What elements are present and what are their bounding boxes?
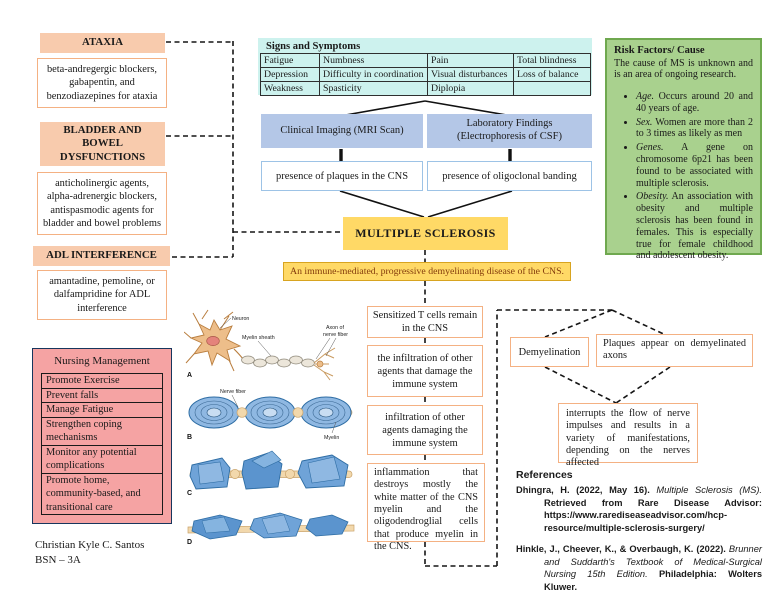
myelin-fragments (191, 512, 349, 540)
table-cell: Diplopia (427, 81, 514, 96)
oligoclonal-banding-box: presence of oligoclonal banding (427, 161, 592, 191)
table-row: Weakness Spasticity Diplopia (260, 81, 591, 96)
reference-text: Philadelphia: Wolters Kluwer. (544, 569, 763, 592)
plaques-cns-box: presence of plaques in the CNS (261, 161, 423, 191)
table-cell: Visual disturbances (427, 67, 514, 82)
list-item: Obesity. An association with obesity and… (636, 191, 753, 262)
bullet-text: Women are more than 2 to 3 times as like… (636, 116, 753, 140)
myelin-coils-damaged (189, 450, 349, 490)
table-row: Fatigue Numbness Pain Total blindness (260, 53, 591, 68)
list-item: Genes. A gene on chromosome 6p21 has bee… (636, 142, 753, 189)
table-cell: Difficulty in coordination (319, 67, 428, 82)
table-row: Promote home, community-based, and trans… (46, 474, 141, 513)
signs-symptoms-table: Fatigue Numbness Pain Total blindness De… (260, 53, 591, 96)
definition-box: An immune-mediated, progressive demyelin… (283, 262, 571, 281)
panel-c-label: C (187, 490, 192, 497)
risk-factors-box: Risk Factors/ Cause The cause of MS is u… (605, 38, 762, 261)
nursing-title: Nursing Management (54, 355, 150, 367)
risk-factors-title: Risk Factors/ Cause (614, 45, 705, 56)
references-title: References (516, 469, 573, 481)
myelin-coils-healthy (188, 396, 352, 429)
table-cell: Pain (427, 53, 514, 68)
label-nerve-fiber: Nerve fiber (220, 389, 246, 395)
bullet-text: Occurs around 20 and 40 years of age. (636, 91, 753, 114)
table-cell: Weakness (260, 81, 320, 96)
table-cell: Numbness (319, 53, 428, 68)
nursing-table: Promote Exercise Prevent falls Manage Fa… (41, 373, 163, 516)
adl-treatment-box: amantadine, pemoline, or dalfampridine f… (37, 270, 167, 320)
author-name: Christian Kyle C. Santos (35, 539, 145, 551)
step-inflammation: inflammation that destroys mostly the wh… (367, 463, 485, 552)
myelin-sheath-segments (241, 355, 315, 368)
reference-text: Retrieved from Rare Disease Advisor: htt… (544, 497, 762, 533)
panel-a-label: A (187, 372, 192, 379)
reference-title-italic: Multiple Sclerosis (MS). (656, 485, 763, 496)
reference-text: Dhingra, H. (2022, May 16). (516, 485, 657, 496)
bullet-lead: Sex. (636, 116, 653, 128)
label-neuron: Neuron (232, 316, 249, 322)
table-cell: Depression (260, 67, 320, 82)
table-cell: Spasticity (319, 81, 428, 96)
table-cell: Loss of balance (513, 67, 591, 82)
bladder-bowel-header: BLADDER AND BOWEL DYSFUNCTIONS (40, 122, 165, 167)
nursing-management-box: Nursing Management Promote Exercise Prev… (32, 348, 172, 525)
reference-text: Hinkle, J., Cheever, K., & Overbaugh, K.… (516, 544, 729, 555)
author-block: Christian Kyle C. Santos BSN – 3A (35, 538, 144, 568)
table-cell (513, 81, 591, 96)
table-row: Promote Exercise (42, 374, 162, 389)
panel-d-label: D (187, 539, 192, 545)
references-section: References Dhingra, H. (2022, May 16). M… (516, 468, 762, 594)
neuron-nucleus (206, 336, 220, 346)
list-item: Sex. Women are more than 2 to 3 times as… (636, 117, 753, 141)
signs-symptoms-panel: Signs and Symptoms Fatigue Numbness Pain… (258, 38, 592, 96)
multiple-sclerosis-box: MULTIPLE SCLEROSIS (343, 217, 508, 250)
bullet-lead: Age. (636, 91, 655, 103)
bullet-lead: Genes. (636, 142, 664, 154)
adl-interference-header: ADL INTERFERENCE (33, 246, 170, 266)
table-cell: Total blindness (513, 53, 591, 68)
table-row: Monitor any potential complications (42, 446, 162, 474)
ataxia-header: ATAXIA (40, 33, 165, 53)
step-sensitized-tcells: Sensitized T cells remain in the CNS (367, 306, 483, 338)
reference-entry: Hinkle, J., Cheever, K., & Overbaugh, K.… (516, 543, 762, 593)
table-row: Manage Fatigue (42, 403, 162, 418)
table-row: Depression Difficulty in coordination Vi… (260, 67, 591, 82)
laboratory-findings-box: Laboratory Findings (Electrophoresis of … (427, 114, 592, 148)
bullet-lead: Obesity. (636, 191, 669, 203)
label-myelin: Myelin (324, 435, 339, 441)
bladder-bowel-treatment-box: anticholinergic agents, alpha-adrenergic… (37, 172, 167, 236)
neuron-illustration: Neuron Myelin sheath Axon of nerve fiber… (184, 309, 355, 545)
plaques-axons-box: Plaques appear on demyelinated axons (596, 334, 753, 367)
step-infiltration-damaging: infiltration of other agents damaging th… (367, 405, 483, 455)
author-class: BSN – 3A (35, 553, 81, 566)
bullet-text: A gene on chromosome 6p21 has been found… (636, 142, 753, 189)
interrupts-box: interrupts the flow of nerve impulses an… (558, 403, 698, 468)
reference-entry: Dhingra, H. (2022, May 16). Multiple Scl… (516, 484, 762, 534)
table-cell: Fatigue (260, 53, 320, 68)
reference-title-italic: Brunner and Suddarth's Textbook of Medic… (544, 544, 762, 580)
table-row: Strengthen coping mechanisms (42, 418, 162, 446)
bullet-text: An association with obesity and multiple… (636, 191, 753, 262)
signs-symptoms-title: Signs and Symptoms (266, 41, 361, 52)
table-row: Prevent falls (42, 389, 162, 404)
label-axon-line1: Axon of (326, 325, 344, 331)
label-axon-line2: nerve fiber (323, 332, 348, 338)
ataxia-treatment-box: beta-andregergic blockers, gabapentin, a… (37, 58, 167, 108)
list-item: Age. Occurs around 20 and 40 years of ag… (636, 91, 753, 115)
risk-factors-list: Age. Occurs around 20 and 40 years of ag… (614, 91, 753, 262)
label-myelin-sheath: Myelin sheath (242, 335, 275, 341)
panel-b-label: B (187, 434, 192, 441)
step-infiltration-damage: the infiltration of other agents that da… (367, 345, 483, 397)
demyelination-box: Demyelination (510, 337, 589, 367)
risk-factors-intro: The cause of MS is unknown and is an are… (614, 57, 753, 81)
clinical-imaging-box: Clinical Imaging (MRI Scan) (261, 114, 423, 148)
